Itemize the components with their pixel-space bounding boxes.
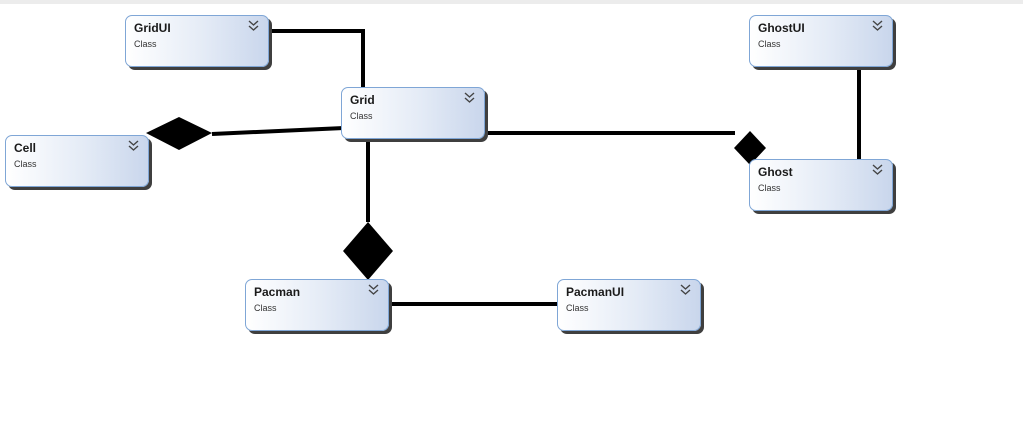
class-box-pacmanui[interactable]: PacmanUI Class bbox=[557, 279, 701, 331]
connector-gridui-grid[interactable] bbox=[270, 29, 365, 90]
class-name: GhostUI bbox=[758, 21, 805, 35]
double-chevron-down-icon[interactable] bbox=[368, 284, 379, 296]
class-name: PacmanUI bbox=[566, 285, 625, 299]
class-stereotype: Class bbox=[758, 183, 781, 193]
double-chevron-down-icon[interactable] bbox=[128, 140, 139, 152]
class-stereotype: Class bbox=[350, 111, 373, 121]
class-box-ghost[interactable]: Ghost Class bbox=[749, 159, 893, 211]
class-box-gridui[interactable]: GridUI Class bbox=[125, 15, 269, 67]
composition-diamond-pacman bbox=[343, 222, 393, 280]
composition-diamond-ghost bbox=[734, 131, 766, 165]
double-chevron-down-icon[interactable] bbox=[464, 92, 475, 104]
double-chevron-down-icon[interactable] bbox=[872, 164, 883, 176]
class-stereotype: Class bbox=[254, 303, 277, 313]
class-stereotype: Class bbox=[14, 159, 37, 169]
double-chevron-down-icon[interactable] bbox=[872, 20, 883, 32]
class-name: Cell bbox=[14, 141, 37, 155]
composition-diamond-cell bbox=[146, 117, 212, 150]
class-name: GridUI bbox=[134, 21, 171, 35]
class-name: Grid bbox=[350, 93, 375, 107]
class-box-ghostui[interactable]: GhostUI Class bbox=[749, 15, 893, 67]
class-stereotype: Class bbox=[758, 39, 781, 49]
class-box-pacman[interactable]: Pacman Class bbox=[245, 279, 389, 331]
double-chevron-down-icon[interactable] bbox=[248, 20, 259, 32]
double-chevron-down-icon[interactable] bbox=[680, 284, 691, 296]
window-top-strip bbox=[0, 0, 1023, 4]
class-box-cell[interactable]: Cell Class bbox=[5, 135, 149, 187]
class-box-grid[interactable]: Grid Class bbox=[341, 87, 485, 139]
class-stereotype: Class bbox=[134, 39, 157, 49]
class-name: Pacman bbox=[254, 285, 301, 299]
class-stereotype: Class bbox=[566, 303, 589, 313]
connector-grid-cell[interactable] bbox=[211, 126, 345, 136]
class-name: Ghost bbox=[758, 165, 793, 179]
